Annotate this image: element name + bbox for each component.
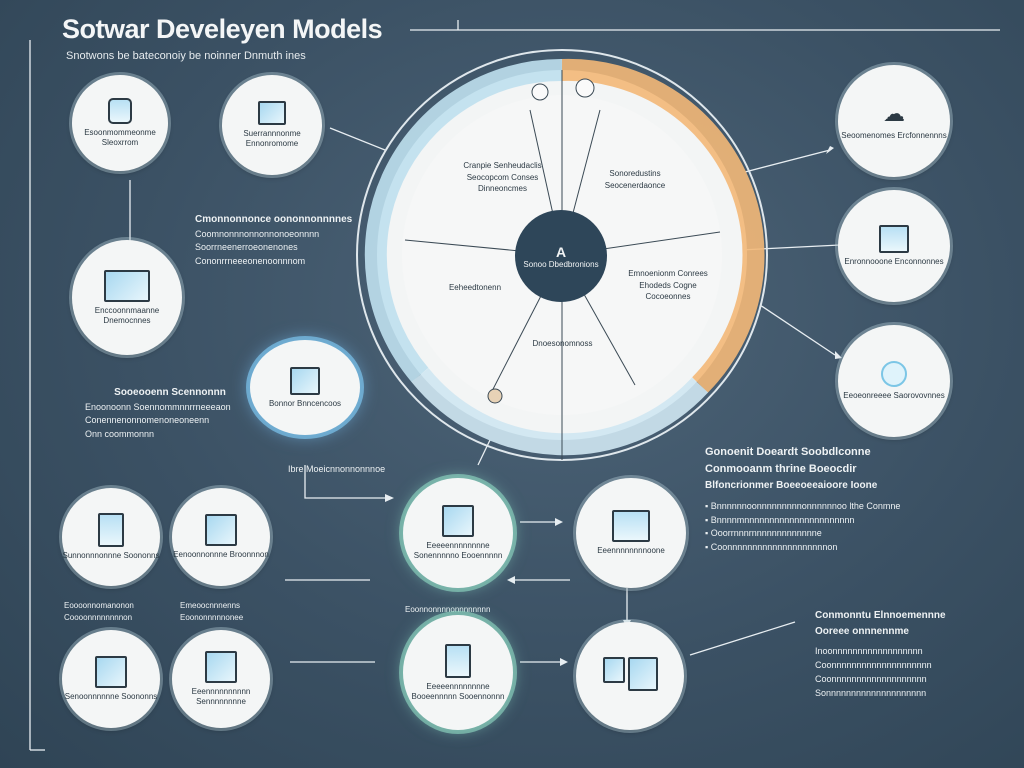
left-text-line: Coomnonnnonnonnonoeonnnn (195, 228, 320, 239)
left-text-heading: Cmonnonnonce oononnonnnnes (195, 214, 353, 225)
segment-left: Eeheedtonenn (448, 283, 502, 292)
right-panel-heading: Gonoenit Doeardt Soobdlconne (705, 446, 871, 458)
row1-node-3[interactable]: Eeeeennnnnnnne Sonennnnno Eooennnnn (403, 478, 513, 588)
row2-node-4[interactable] (576, 622, 684, 730)
mid-left-line: Conennenonnomenoneoneenn (85, 415, 210, 426)
row1-node-label: Eeennnnnnnnoone (597, 546, 665, 555)
hub-icon: A (555, 243, 567, 260)
server-icon (108, 98, 132, 124)
printer-node[interactable]: Suerrannnonme Ennonromome (222, 75, 322, 175)
row1-node-label: Eeeeennnnnnnne Sonennnnno Eooennnnn (413, 541, 503, 560)
right-panel-bullet: Bnnnnmnnnnnnnnnnnnnnnnnnnnnn (705, 514, 955, 528)
segment-bottom: Dnoesonomnoss (532, 339, 593, 348)
bottom-right-line: Coonnnnnnnnnnnnnnnnnnn (815, 673, 927, 684)
document-icon (445, 643, 471, 678)
right-panel-heading: Blfoncrionmer Boeeoeeaioore Ioone (705, 480, 878, 492)
row2-node-label: Eeeeennnnnnnne Booeennnnn Sooennonnn (411, 681, 505, 701)
row1-caption-2: Emeoocnnnenns Eoononnnnnonee (180, 601, 244, 623)
database-icon (879, 225, 909, 253)
highlight-node-label: Bonnor Bnncencoos (268, 398, 342, 408)
mid-left-line: Onn coommonnn (85, 429, 155, 440)
diagram-subtitle: Snotwons be bateconoiy be noinner Dnmuth… (66, 50, 306, 62)
row1-caption-1: Eoooonnomanonon Coooonnnnnnnnon (64, 601, 134, 623)
monitor-icon (104, 269, 150, 302)
database-node-label: Enronnooone Enconnonnes (844, 257, 944, 266)
bottom-right-line: Coonnnnnnnnnnnnnnnnnnnn (815, 659, 932, 670)
left-text-block: Cmonnonnonce oononnonnnnes Coomnonnnonno… (195, 212, 355, 269)
diagram-title: Sotwar Develeyen Models (62, 14, 383, 44)
row2-caption: Eoonnonnnnonnnnnnnn (405, 605, 491, 614)
cloud-node-label: Seoomenomes Ercfonnennns (841, 131, 947, 140)
cloud-icon: ☁ (883, 101, 905, 126)
flow-label: Ibre Moeicnnonnonnnoe (288, 464, 386, 474)
dual-window-icon (602, 657, 658, 691)
center-hub: A Sonoo Dbedbronions (515, 210, 607, 302)
monitor-icon (612, 510, 650, 542)
bottom-right-text: Conmonntu Elnnoemennne Ooreee onnnennme … (815, 608, 965, 701)
row2-node-label: Senoonnnnnne Soononns (64, 692, 158, 701)
server-node[interactable]: Esoonmommeonme Sleoxrrom (72, 75, 168, 171)
row1-node-label: Sunnonnnonnne Soononns (62, 551, 160, 560)
monitor-node-label: Enccoonnmaanne Dnemocnnes (94, 305, 160, 325)
right-panel: Gonoenit Doeardt Soobdlconne Conmooanm t… (705, 444, 955, 555)
hub-label: Sonoo Dbedbronions (523, 259, 599, 269)
row2-node-2[interactable]: Eeennnnnnnnnn Sennnnnnnne (172, 630, 270, 728)
mid-left-line: Enoonoonn Soennommnnrrneeeaon (85, 401, 231, 412)
left-text-line: Cononrrneeeonenoonnnom (195, 256, 306, 267)
sensor-node-label: Eeoeonreeee Saorovovnnes (843, 391, 945, 400)
printer-icon (258, 101, 286, 125)
row1-node-label: Eenoonnonnne Broonnnon (173, 550, 269, 559)
row2-node-label: Eeennnnnnnnnn Sennnnnnnne (191, 687, 251, 706)
row1-node-1[interactable]: Sunnonnnonnne Soononns (62, 488, 160, 586)
row2-node-1[interactable]: Senoonnnnnne Soononns (62, 630, 160, 728)
mid-left-heading: Sooeooenn Scennonnn (114, 387, 226, 398)
row2-node-3[interactable]: Eeeeennnnnnnne Booeennnnn Sooennonnn (403, 615, 513, 730)
document-icon (98, 513, 124, 547)
bottom-right-line: Sonnnnnnnnnnnnnnnnnnnn (815, 687, 927, 698)
window-icon (290, 366, 320, 395)
mid-left-text-block: Sooeooenn Scennonnn Enoonoonn Soennommnn… (85, 385, 255, 442)
printer-node-label: Suerrannnonme Ennonromome (243, 129, 301, 148)
server-node-label: Esoonmommeonme Sleoxrrom (84, 128, 156, 147)
segment-right: Emnoenionm Conrees Ehodeds Cogne Cocoeon… (628, 269, 708, 302)
row1-node-2[interactable]: Eenoonnonnne Broonnnon (172, 488, 270, 586)
database-node[interactable]: Enronnooone Enconnonnes (838, 190, 950, 302)
sensor-icon (881, 361, 907, 387)
window-icon (442, 505, 474, 537)
window-icon (205, 651, 237, 683)
bottom-right-heading: Conmonntu Elnnoemennne (815, 610, 946, 621)
left-text-line: Soorrneenerroeonenones (195, 242, 298, 253)
right-panel-bullet: Coonnnnnnnnnnnnnnnnnnnnon (705, 541, 955, 555)
cloud-node[interactable]: ☁ Seoomenomes Ercfonnennns (838, 65, 950, 177)
right-panel-bullet: Bnnnnnnoonnnnnnnnnonnnnnnoo lthe Conmne (705, 500, 955, 514)
segment-top-left: Cranpie Senheudaclis Seocopcom Conses Di… (463, 161, 542, 194)
sensor-node[interactable]: Eeoeonreeee Saorovovnnes (838, 325, 950, 437)
segment-top-right: Sonoredustins Seocenerdaonce (604, 169, 666, 190)
window-icon (95, 656, 127, 688)
bottom-right-line: Inoonnnnnnnnnnnnnnnnnn (815, 646, 923, 656)
monitor-node[interactable]: Enccoonnmaanne Dnemocnnes (72, 240, 182, 355)
highlight-node[interactable]: Bonnor Bnncencoos (250, 340, 360, 435)
right-panel-heading: Conmooanm thrine Boeocdir (705, 463, 857, 476)
right-panel-bullet: Ooorrnnnrnnnnnnnnnnnnne (705, 527, 955, 541)
bottom-right-heading: Ooreee onnnennme (815, 625, 909, 637)
window-icon (205, 514, 237, 546)
row1-node-4[interactable]: Eeennnnnnnnoone (576, 478, 686, 588)
